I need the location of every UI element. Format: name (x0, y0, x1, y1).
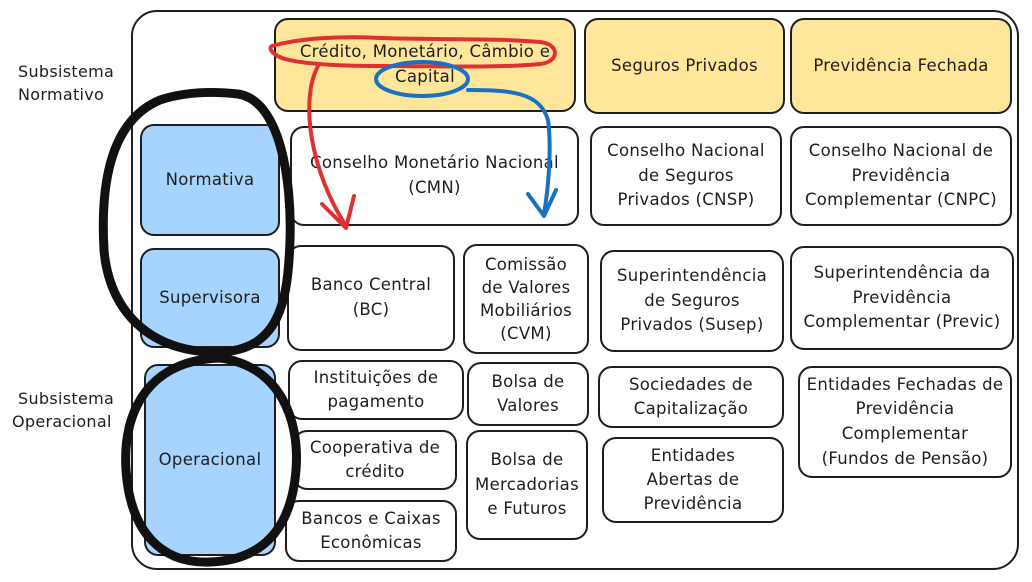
instituicoes-pagamento-box: Instituições de pagamento (288, 360, 464, 420)
role-supervisora: Supervisora (140, 248, 280, 348)
header-credito-label: Crédito, Monetário, Câmbio e Capital (299, 42, 551, 86)
header-seguros-label: Seguros Privados (611, 55, 758, 75)
role-operacional: Operacional (144, 364, 276, 556)
role-supervisora-label: Supervisora (159, 287, 261, 307)
cmn-label: Conselho Monetário Nacional (CMN) (310, 153, 559, 197)
bancos-caixas-label: Bancos e Caixas Econômicas (301, 509, 441, 552)
previc-label: Superintendência da Previdência Compleme… (803, 262, 1001, 332)
bolsa-mercadorias-box: Bolsa de Mercadorias e Futuros (466, 430, 588, 540)
cnsp-label: Conselho Nacional de Seguros Privados (C… (607, 140, 765, 210)
instituicoes-pagamento-label: Instituições de pagamento (313, 368, 439, 411)
header-seguros-privados: Seguros Privados (584, 18, 785, 114)
role-normativa: Normativa (140, 124, 280, 236)
cnpc-box: Conselho Nacional de Previdência Complem… (790, 126, 1012, 226)
subsistema-operacional-label: Subsistema Operacional (12, 387, 114, 433)
subsistema-normativo-label: Subsistema Normativo (18, 60, 114, 106)
entidades-fechadas-box: Entidades Fechadas de Previdência Comple… (798, 366, 1012, 478)
side-label-line: Operacional (12, 412, 112, 432)
previc-box: Superintendência da Previdência Compleme… (790, 246, 1014, 350)
susep-box: Superintendência de Seguros Privados (Su… (600, 250, 784, 352)
role-operacional-label: Operacional (158, 449, 262, 469)
cnpc-label: Conselho Nacional de Previdência Complem… (804, 140, 998, 210)
cooperativa-credito-label: Cooperativa de crédito (309, 438, 441, 481)
bc-label: Banco Central (BC) (310, 275, 432, 319)
bc-box: Banco Central (BC) (287, 245, 455, 351)
entidades-abertas-label: Entidades Abertas de Previdência (643, 446, 743, 513)
bolsa-valores-box: Bolsa de Valores (467, 362, 589, 426)
side-label-line: Subsistema (18, 389, 115, 408)
bolsa-valores-label: Bolsa de Valores (491, 372, 565, 415)
capitalizacao-label: Sociedades de Capitalização (629, 375, 753, 418)
capitalizacao-box: Sociedades de Capitalização (598, 366, 784, 428)
role-normativa-label: Normativa (165, 169, 255, 189)
cvm-box: Comissão de Valores Mobiliários (CVM) (463, 244, 589, 354)
header-credito-monetario-cambio-capital: Crédito, Monetário, Câmbio e Capital (274, 18, 576, 112)
cmn-box: Conselho Monetário Nacional (CMN) (290, 126, 579, 226)
cvm-label: Comissão de Valores Mobiliários (CVM) (479, 254, 573, 344)
bolsa-mercadorias-label: Bolsa de Mercadorias e Futuros (475, 449, 579, 519)
bancos-caixas-box: Bancos e Caixas Econômicas (285, 500, 457, 562)
side-label-line: Subsistema (18, 62, 115, 81)
header-previdencia-label: Previdência Fechada (813, 55, 989, 75)
susep-label: Superintendência de Seguros Privados (Su… (616, 265, 768, 335)
entidades-abertas-box: Entidades Abertas de Previdência (602, 437, 784, 523)
side-label-line: Normativo (18, 85, 105, 105)
header-previdencia-fechada: Previdência Fechada (790, 18, 1012, 114)
cooperativa-credito-box: Cooperativa de crédito (293, 430, 457, 490)
entidades-fechadas-label: Entidades Fechadas de Previdência Comple… (806, 374, 1004, 468)
cnsp-box: Conselho Nacional de Seguros Privados (C… (590, 126, 782, 226)
